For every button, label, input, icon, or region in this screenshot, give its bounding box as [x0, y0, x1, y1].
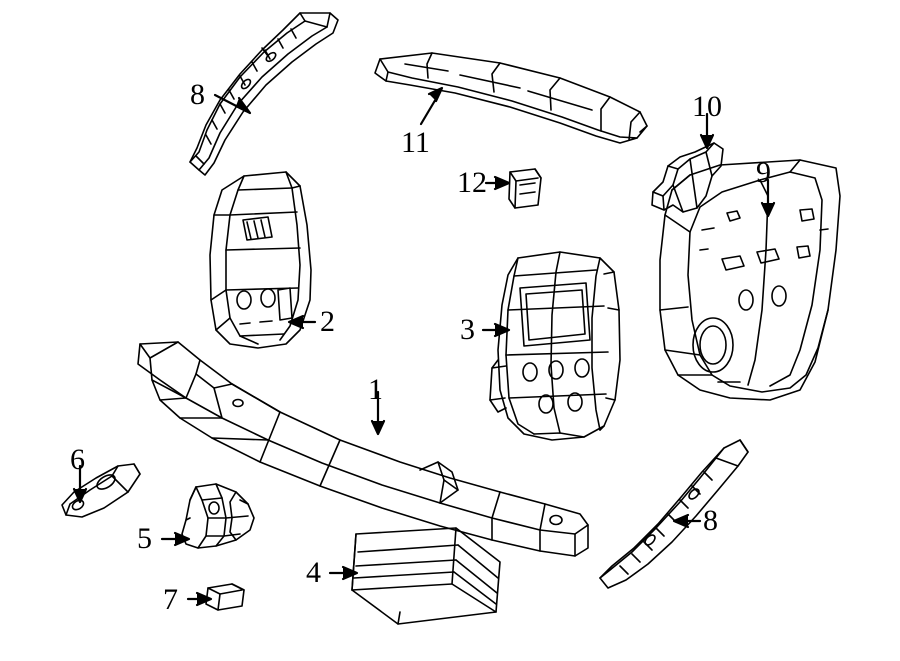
callout-label-4: 4 [306, 556, 321, 589]
part-left-radiator-support-side-panel [209, 171, 312, 349]
part-support-stay-bracket [61, 463, 141, 518]
callout-label-1: 1 [368, 373, 383, 406]
part-dash-panel-side-reinforcement [659, 159, 841, 401]
callout-label-6: 6 [70, 443, 85, 476]
callout-leader-lines [72, 86, 776, 607]
callout-label-7: 7 [163, 583, 178, 616]
part-mounting-bracket-small [181, 483, 255, 549]
callout-label-8-right: 8 [703, 504, 718, 537]
callout-label-5: 5 [137, 522, 152, 555]
callout-label-12: 12 [457, 166, 487, 199]
part-small-clip-bracket [508, 168, 542, 209]
callout-label-3: 3 [460, 313, 475, 346]
part-upper-side-rail-left [189, 12, 339, 176]
part-upper-side-rail-right [599, 439, 749, 589]
callout-label-2: 2 [320, 305, 335, 338]
callout-label-10: 10 [692, 90, 722, 123]
callout-label-8-left: 8 [190, 78, 205, 111]
part-upper-tie-bar [374, 52, 648, 144]
part-front-bumper-reinforcement-beam [137, 341, 589, 557]
part-right-radiator-support-side-panel [489, 251, 621, 441]
part-spacer-block [205, 583, 245, 611]
callout-label-11: 11 [401, 126, 430, 159]
callout-label-9: 9 [756, 156, 771, 189]
part-upper-mounting-bracket [651, 142, 724, 213]
part-radiator-core-support-panel [351, 527, 501, 625]
